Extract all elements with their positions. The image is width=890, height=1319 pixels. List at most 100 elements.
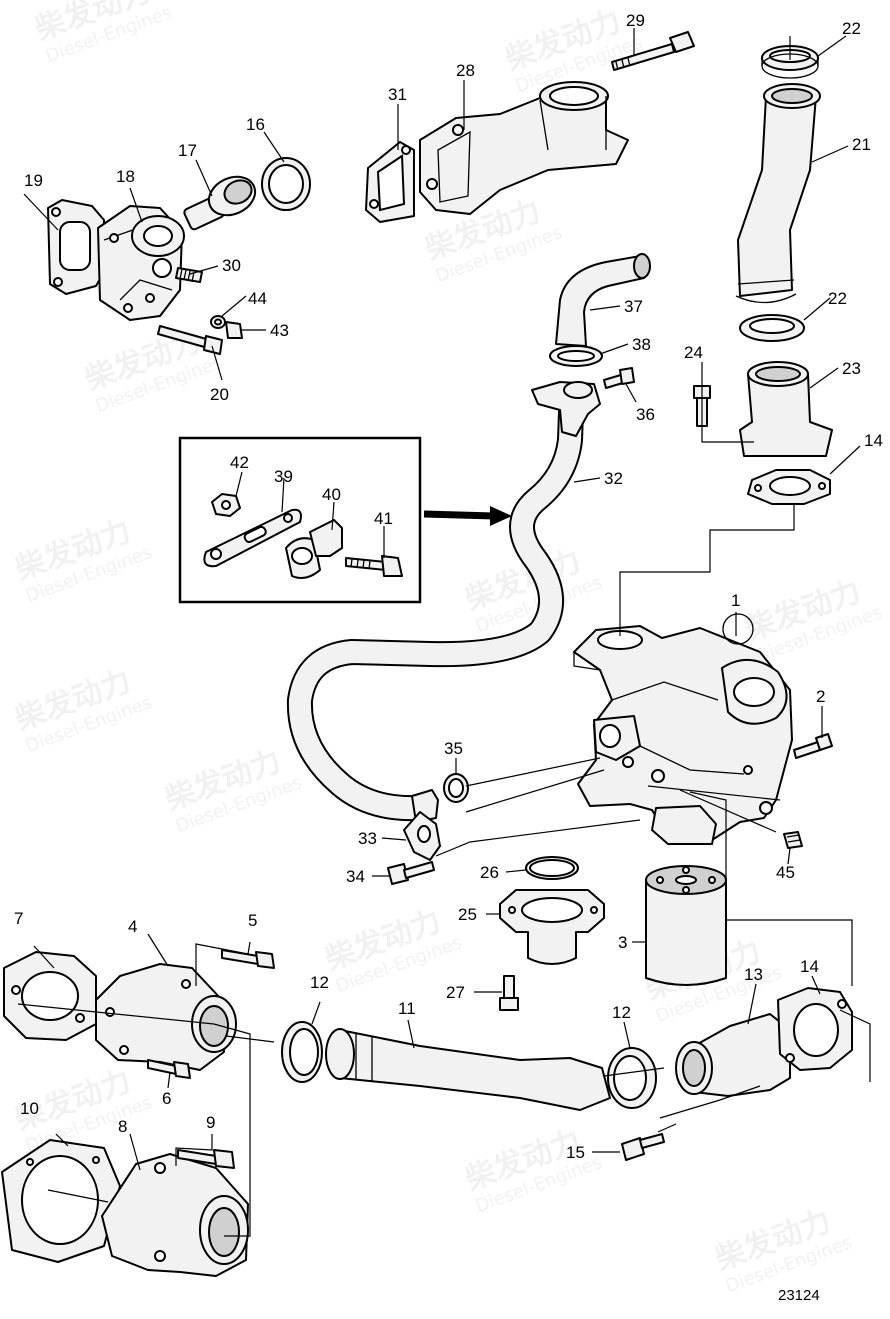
callout-26: 26 — [480, 863, 499, 882]
callout-14-top: 14 — [864, 431, 883, 450]
clip-group — [387, 811, 441, 885]
part-11-pipe — [325, 1028, 611, 1111]
lower-pipe-group — [281, 987, 853, 1161]
callout-27: 27 — [446, 983, 465, 1002]
part-3-oil-filter — [645, 865, 727, 986]
watermark: 柴发动力 Diesel-Engines — [461, 1124, 605, 1218]
callout-9: 9 — [206, 1113, 215, 1132]
callout-45: 45 — [776, 863, 795, 882]
callout-24: 24 — [684, 343, 703, 362]
part-14-gasket-top — [747, 469, 831, 505]
callout-37: 37 — [624, 297, 643, 316]
callout-38: 38 — [632, 335, 651, 354]
part-29-bolt — [611, 31, 695, 71]
watermark: 柴发动力 Diesel-Engines — [11, 514, 155, 608]
callout-28: 28 — [456, 61, 475, 80]
detail-inset — [178, 436, 422, 604]
callout-2: 2 — [816, 687, 825, 706]
part-18-thermostat-housing — [97, 205, 185, 321]
part-7-gasket — [3, 951, 97, 1041]
callout-8: 8 — [118, 1117, 127, 1136]
part-30-screw — [175, 267, 203, 283]
part-10-gasket — [1, 1139, 121, 1263]
part-38-hose-clamp — [549, 345, 603, 367]
callout-20: 20 — [210, 385, 229, 404]
part-40-clip — [285, 519, 343, 579]
callout-7: 7 — [14, 909, 23, 928]
part-21-hose — [735, 83, 821, 304]
thermostat-housing-group — [47, 157, 311, 355]
callout-36: 36 — [636, 405, 655, 424]
callout-22-bottom: 22 — [828, 289, 847, 308]
callout-16: 16 — [246, 115, 265, 134]
part-44-washer — [210, 315, 226, 329]
part-34-bolt — [387, 861, 435, 885]
part-19-gasket — [47, 199, 105, 295]
lower-left-group — [1, 949, 275, 1277]
callout-5: 5 — [248, 911, 257, 930]
part-33-clip — [403, 811, 441, 861]
callout-40: 40 — [322, 485, 341, 504]
part-8-housing — [101, 1153, 249, 1277]
part-35-seal-ring — [443, 773, 469, 803]
part-2-bolt — [793, 733, 833, 759]
callout-35: 35 — [444, 739, 463, 758]
watermark: 柴发动力 Diesel-Engines — [321, 904, 465, 998]
callout-31: 31 — [388, 85, 407, 104]
callout-3: 3 — [618, 933, 627, 952]
watermark: 柴发动力 Diesel-Engines — [711, 1204, 855, 1298]
part-36-bolt — [603, 367, 635, 389]
callout-33: 33 — [358, 829, 377, 848]
callout-39: 39 — [274, 467, 293, 486]
inset-arrow — [423, 506, 512, 526]
callout-14-bottom: 14 — [800, 957, 819, 976]
part-32-coolant-hose — [286, 381, 601, 823]
part-9-bolt — [177, 1149, 235, 1169]
part-39-bracket — [203, 508, 302, 568]
callout-6: 6 — [162, 1089, 171, 1108]
watermark: 柴发动力 Diesel-Engines — [741, 574, 885, 668]
callout-4: 4 — [128, 917, 137, 936]
callout-11: 11 — [398, 999, 416, 1018]
part-31-gasket — [365, 141, 415, 223]
upper-hose-group — [286, 253, 651, 823]
watermark: 柴发动力 Diesel-Engines — [31, 0, 175, 67]
part-4-housing — [95, 963, 237, 1071]
callout-44: 44 — [248, 289, 267, 308]
callout-12-right: 12 — [612, 1003, 631, 1022]
watermark: 柴发动力 Diesel-Engines — [81, 324, 225, 418]
callout-15: 15 — [566, 1143, 585, 1162]
part-20-bolt — [157, 325, 223, 355]
watermark: 柴发动力 Diesel-Engines — [161, 744, 305, 838]
part-23-connector — [739, 361, 833, 457]
part-6-bolt — [147, 1059, 191, 1079]
callout-30: 30 — [222, 256, 241, 275]
callout-labels: 19 18 17 16 30 44 43 20 31 28 29 22 21 2… — [14, 11, 883, 1162]
part-25-cover — [499, 889, 605, 965]
part-1-pump-housing — [573, 613, 793, 845]
callout-32: 32 — [604, 469, 623, 488]
callout-13: 13 — [744, 965, 763, 984]
part-22-seal-ring-bottom — [739, 314, 805, 342]
leader-lines — [17, 28, 871, 1237]
callout-21: 21 — [852, 135, 871, 154]
part-28-elbow-housing — [419, 81, 629, 215]
callout-42: 42 — [230, 453, 249, 472]
callout-43: 43 — [270, 321, 289, 340]
callout-25: 25 — [458, 905, 477, 924]
callout-12-left: 12 — [310, 973, 329, 992]
callout-17: 17 — [178, 141, 197, 160]
part-12-seal-ring-right — [607, 1047, 657, 1109]
callout-34: 34 — [346, 867, 365, 886]
callout-18: 18 — [116, 167, 135, 186]
callout-19: 19 — [24, 171, 43, 190]
callout-1: 1 — [731, 591, 740, 610]
part-45-plug — [783, 831, 803, 849]
callout-22-top: 22 — [842, 19, 861, 38]
part-37-hose — [555, 253, 651, 347]
callout-10: 10 — [20, 1099, 39, 1118]
part-27-bolt — [499, 975, 519, 1011]
pump-housing-group — [443, 613, 833, 1011]
part-41-bolt — [345, 555, 403, 577]
